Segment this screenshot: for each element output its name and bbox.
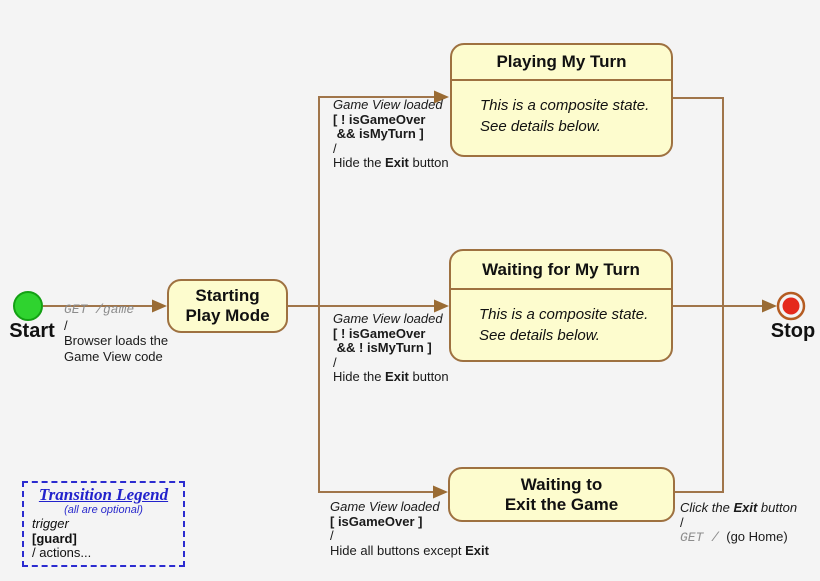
transition-action: Hide the Exit button	[333, 369, 449, 385]
state-body-line: This is a composite state.	[480, 97, 650, 114]
transition-trigger: Click the Exit button	[680, 500, 798, 515]
transition-slash: /	[64, 317, 68, 333]
start-label: Start	[9, 320, 55, 342]
transition-guard: && isMyTurn ]	[333, 126, 424, 142]
transition-slash: /	[333, 140, 337, 156]
transition-label-start: GET /game / Browser loads the Game View …	[64, 302, 168, 364]
transition-slash: /	[330, 528, 334, 544]
state-title-line: Play Mode	[185, 306, 270, 325]
state-title: Waiting to Exit the Game	[450, 469, 673, 520]
transition-label-to-playing: Game View loaded [ ! isGameOver && isMyT…	[333, 97, 449, 171]
transition-trigger: GET /game	[64, 302, 135, 317]
transition-action: Hide all buttons except Exit	[330, 542, 489, 558]
wire-waiting-exit-to-stop	[675, 306, 724, 493]
state-playing-my-turn: Playing My Turn This is a composite stat…	[450, 43, 673, 157]
state-title: Waiting for My Turn	[482, 259, 640, 279]
transition-action: Hide the Exit button	[333, 155, 449, 171]
transition-slash: /	[680, 514, 684, 530]
wire-starting-to-playing	[318, 96, 434, 306]
transition-trigger: Game View loaded	[330, 499, 440, 514]
transition-trigger: Game View loaded	[333, 311, 443, 326]
state-title: Starting Play Mode	[169, 281, 286, 331]
state-body-line: This is a composite state.	[479, 306, 649, 323]
arrowhead-icon	[762, 299, 777, 313]
transition-slash: /	[333, 354, 337, 370]
legend-item-trigger: trigger	[32, 516, 69, 531]
arrowhead-icon	[152, 299, 167, 313]
state-waiting-to-exit: Waiting to Exit the Game	[448, 467, 675, 522]
transition-guard: && ! isMyTurn ]	[333, 340, 432, 356]
legend-item-actions: / actions...	[32, 545, 92, 560]
transition-action: Game View code	[64, 348, 163, 364]
transition-legend: Transition Legend (all are optional) tri…	[22, 481, 185, 567]
arrowhead-icon	[434, 299, 449, 313]
transition-action: Browser loads the	[64, 333, 169, 348]
transition-trigger: Game View loaded	[333, 97, 443, 112]
state-title-line: Waiting to	[520, 474, 603, 494]
stop-state-icon	[782, 297, 800, 315]
wire-playing-to-stop	[673, 97, 724, 306]
arrowhead-icon	[433, 485, 448, 499]
state-body-line: See details below.	[479, 327, 600, 344]
legend-item-guard: [guard]	[32, 530, 77, 546]
legend-subtitle: (all are optional)	[64, 504, 143, 516]
state-starting-play-mode: Starting Play Mode	[167, 279, 288, 333]
transition-guard: [ ! isGameOver	[333, 325, 426, 341]
state-title-line: Starting	[195, 286, 260, 305]
state-body: This is a composite state. See details b…	[451, 290, 671, 346]
state-body: This is a composite state. See details b…	[452, 81, 671, 137]
state-title-compartment: Playing My Turn	[452, 45, 671, 81]
state-body-line: See details below.	[480, 118, 601, 135]
state-title-line: Exit the Game	[504, 494, 619, 514]
start-state-icon	[13, 291, 43, 321]
transition-action: GET / (go Home)	[680, 529, 788, 546]
stop-label: Stop	[770, 320, 816, 342]
state-waiting-for-my-turn: Waiting for My Turn This is a composite …	[449, 249, 673, 362]
transition-label-to-waiting-exit: Game View loaded [ isGameOver ] / Hide a…	[330, 499, 489, 558]
transition-guard: [ isGameOver ]	[330, 513, 423, 529]
transition-guard: [ ! isGameOver	[333, 111, 426, 127]
legend-title: Transition Legend	[38, 485, 169, 504]
state-title: Playing My Turn	[496, 52, 627, 71]
arrowhead-icon	[434, 90, 449, 104]
state-title-compartment: Waiting for My Turn	[451, 251, 671, 290]
transition-label-to-waiting-turn: Game View loaded [ ! isGameOver && ! isM…	[333, 311, 449, 385]
transition-label-to-stop: Click the Exit button / GET / (go Home)	[680, 500, 798, 546]
wire-starting-to-waiting-exit	[318, 306, 433, 493]
